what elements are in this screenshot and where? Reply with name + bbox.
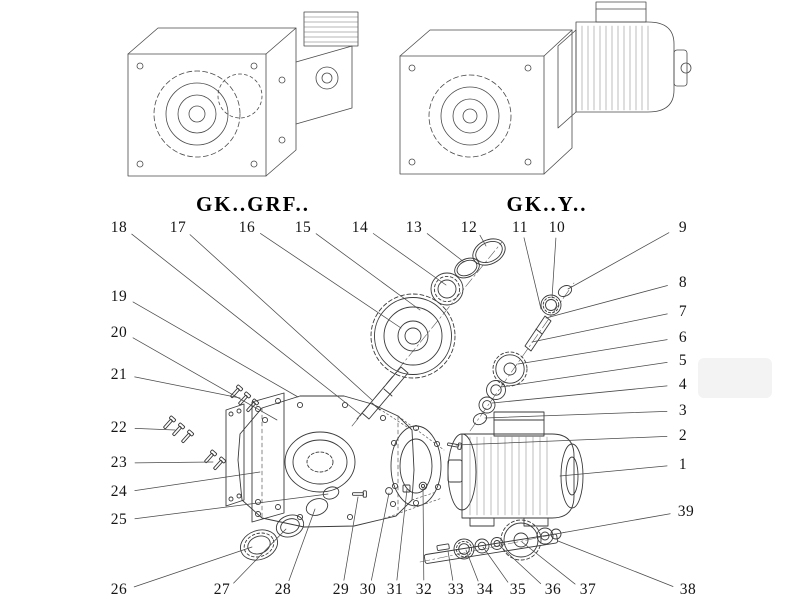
callout-2: 2 xyxy=(678,427,688,444)
gearbox-grf-drawing xyxy=(127,11,359,177)
output-shaft-assembly xyxy=(423,519,562,564)
model-label-y: GK..Y.. xyxy=(506,192,588,216)
leader-line-34 xyxy=(465,549,479,582)
callout-32: 32 xyxy=(415,581,433,598)
callout-5: 5 xyxy=(678,352,688,369)
callout-8: 8 xyxy=(678,274,688,291)
leader-line-27 xyxy=(233,528,287,584)
leader-line-35 xyxy=(482,546,509,583)
leader-line-16 xyxy=(260,233,402,329)
callout-19: 19 xyxy=(110,288,128,305)
callout-10: 10 xyxy=(548,219,566,236)
callout-38: 38 xyxy=(679,581,697,598)
adapter-flange xyxy=(390,424,442,507)
callout-25: 25 xyxy=(110,511,128,528)
callout-4: 4 xyxy=(678,376,688,393)
callout-29: 29 xyxy=(332,581,350,598)
callout-28: 28 xyxy=(274,581,292,598)
leader-line-7 xyxy=(531,313,668,343)
leader-line-30 xyxy=(371,492,390,581)
leader-line-20 xyxy=(132,337,278,421)
motor-drawing xyxy=(446,411,584,527)
leader-line-15 xyxy=(315,233,421,311)
leader-line-39 xyxy=(549,513,671,536)
callout-35: 35 xyxy=(509,581,527,598)
leader-line-4 xyxy=(491,385,668,404)
cover-plates xyxy=(225,392,285,523)
callout-21: 21 xyxy=(110,366,128,383)
leader-line-19 xyxy=(132,301,299,398)
leader-line-28 xyxy=(288,508,316,582)
callout-9: 9 xyxy=(678,219,688,236)
leader-line-12 xyxy=(479,234,487,247)
callout-6: 6 xyxy=(678,329,688,346)
callout-14: 14 xyxy=(351,219,369,236)
callout-24: 24 xyxy=(110,483,128,500)
leader-line-21 xyxy=(134,376,241,399)
callout-1: 1 xyxy=(678,456,688,473)
callout-3: 3 xyxy=(678,402,688,419)
leader-line-17 xyxy=(189,234,373,401)
callout-17: 17 xyxy=(169,219,187,236)
leader-line-31 xyxy=(396,488,408,581)
leader-line-2 xyxy=(455,436,668,446)
leader-line-22 xyxy=(134,428,176,431)
leader-line-29 xyxy=(343,496,359,581)
leader-line-9 xyxy=(567,232,670,290)
leader-line-36 xyxy=(498,544,542,584)
callout-11: 11 xyxy=(512,219,528,236)
callout-18: 18 xyxy=(110,219,128,236)
watermark xyxy=(698,358,772,398)
leader-line-13 xyxy=(426,233,465,263)
leader-line-8 xyxy=(545,285,668,319)
leader-lines xyxy=(131,232,674,588)
callout-39: 39 xyxy=(677,503,695,520)
callout-26: 26 xyxy=(110,581,128,598)
callout-20: 20 xyxy=(110,324,128,341)
callout-22: 22 xyxy=(110,419,128,436)
callout-36: 36 xyxy=(544,581,562,598)
callout-37: 37 xyxy=(579,581,597,598)
callout-12: 12 xyxy=(460,219,478,236)
leader-line-24 xyxy=(134,471,261,491)
callout-33: 33 xyxy=(447,581,465,598)
callout-27: 27 xyxy=(213,581,231,598)
leader-line-25 xyxy=(134,493,329,520)
callout-15: 15 xyxy=(294,219,312,236)
callout-7: 7 xyxy=(678,303,688,320)
callout-30: 30 xyxy=(359,581,377,598)
callout-16: 16 xyxy=(238,219,256,236)
leader-line-18 xyxy=(131,233,361,415)
leader-line-10 xyxy=(551,237,557,299)
leader-line-32 xyxy=(422,486,425,581)
leader-line-33 xyxy=(447,550,454,581)
leader-line-3 xyxy=(484,411,668,419)
leader-line-5 xyxy=(500,362,668,388)
main-gear-assembly xyxy=(356,238,506,420)
leader-line-37 xyxy=(521,541,576,585)
leader-line-6 xyxy=(517,339,668,365)
leader-line-26 xyxy=(133,546,253,588)
callout-23: 23 xyxy=(110,454,128,471)
leader-line-14 xyxy=(372,233,447,286)
callout-34: 34 xyxy=(476,581,494,598)
assembly-guide-lines xyxy=(371,403,445,521)
model-label-grf: GK..GRF.. xyxy=(195,192,311,216)
callout-31: 31 xyxy=(386,581,404,598)
leader-line-23 xyxy=(134,461,214,464)
leader-line-38 xyxy=(557,540,674,587)
gearbox-y-drawing xyxy=(399,1,692,175)
callout-13: 13 xyxy=(405,219,423,236)
leader-line-11 xyxy=(523,237,542,310)
leader-line-1 xyxy=(559,465,668,477)
